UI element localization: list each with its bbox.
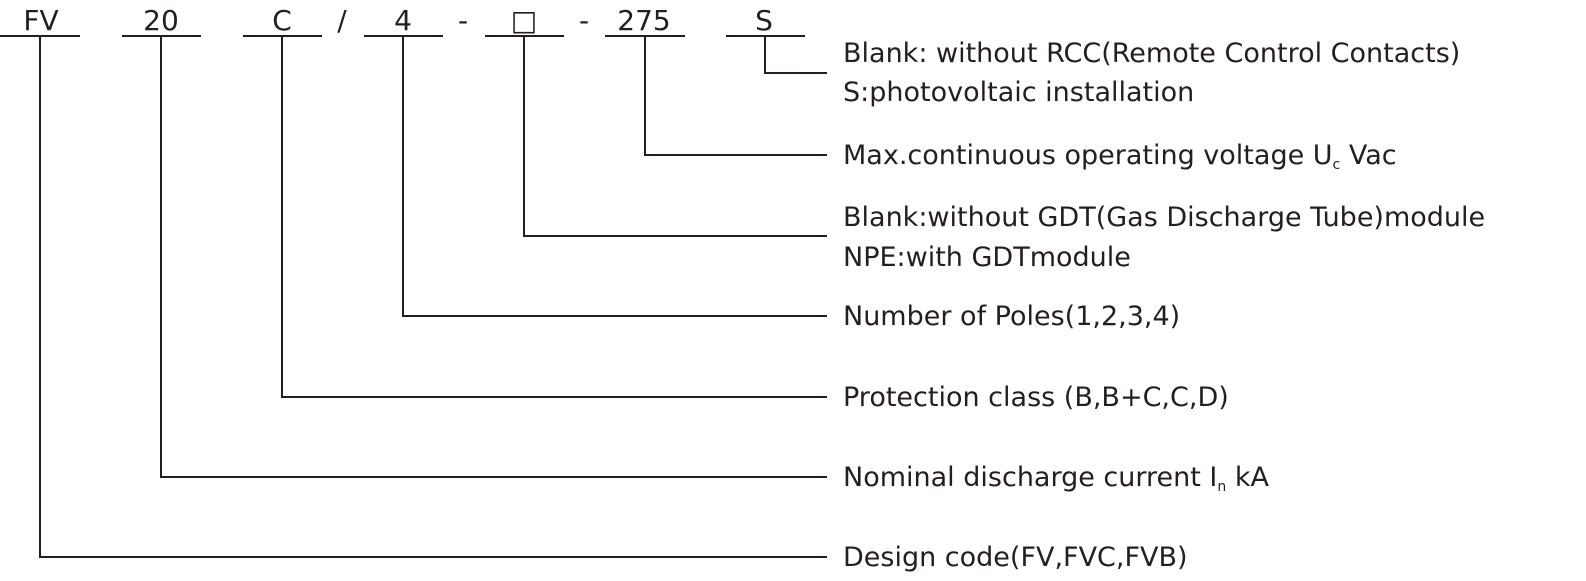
leader-class	[281, 36, 827, 398]
code-segment-pv: S	[755, 4, 773, 37]
desc-gdt-blank: Blank:without GDT(Gas Discharge Tube)mod…	[843, 202, 1485, 233]
code-segment-voltage: 275	[617, 4, 670, 37]
desc-design-code: Design code(FV,FVC,FVB)	[843, 542, 1188, 573]
desc-poles: Number of Poles(1,2,3,4)	[843, 301, 1180, 332]
code-segment-current: 20	[143, 4, 179, 37]
leader-gdt	[523, 36, 827, 237]
leader-pv	[764, 36, 827, 74]
code-segment-design: FV	[23, 4, 58, 37]
code-separator-slash: /	[337, 4, 347, 37]
leader-design	[39, 36, 827, 558]
leader-current	[160, 36, 827, 478]
desc-pv-installation: S:photovoltaic installation	[843, 77, 1194, 108]
desc-discharge-current: Nominal discharge current In kA	[843, 462, 1269, 495]
code-segment-gdt: □	[511, 4, 537, 37]
leader-poles	[402, 36, 827, 317]
desc-gdt-npe: NPE:with GDTmodule	[843, 242, 1131, 273]
code-separator-dash-2: -	[579, 4, 589, 37]
code-separator-dash-1: -	[458, 4, 468, 37]
code-segment-poles: 4	[394, 4, 412, 37]
desc-voltage: Max.continuous operating voltage Uc Vac	[843, 140, 1397, 173]
leader-voltage	[644, 36, 827, 156]
desc-protection-class: Protection class (B,B+C,C,D)	[843, 382, 1229, 413]
code-segment-class: C	[272, 4, 292, 37]
desc-rcc-blank: Blank: without RCC(Remote Control Contac…	[843, 38, 1460, 69]
